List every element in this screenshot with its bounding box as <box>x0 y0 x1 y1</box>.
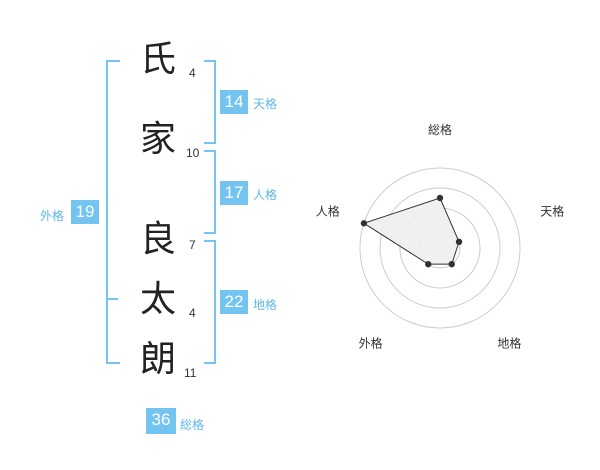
radar-ring-1 <box>419 227 461 269</box>
tenkaku-label: 天格 <box>253 97 278 111</box>
radar-point-2 <box>455 238 463 246</box>
stroke-count-5: 11 <box>184 366 197 380</box>
radar-point-4 <box>425 260 432 268</box>
chikaku-bracket <box>204 240 216 364</box>
jinkaku-value: 17 <box>220 181 248 205</box>
gaikaku-bracket <box>106 60 120 364</box>
gaikaku-label: 外格 <box>40 209 65 223</box>
stroke-count-3: 7 <box>189 238 196 252</box>
radar-axis-label-4: 外格 <box>359 335 383 350</box>
name-char-4: 太 <box>140 279 177 320</box>
stroke-count-1: 4 <box>189 66 196 80</box>
chikaku-value: 22 <box>220 290 248 314</box>
radar-ring-2 <box>399 207 481 289</box>
radar-point-3 <box>448 260 455 268</box>
radar-axis-label-2: 天格 <box>540 204 564 219</box>
name-char-2: 家 <box>140 119 177 160</box>
radar-axis-label-5: 人格 <box>316 204 340 219</box>
name-char-3: 良 <box>140 219 177 260</box>
radar-polygon <box>362 197 460 265</box>
radar-axis-label-3: 地格 <box>497 335 521 350</box>
radar-point-5 <box>360 220 368 227</box>
name-char-1: 氏 <box>140 39 177 80</box>
radar-point-1 <box>436 194 444 202</box>
radar-ring-4 <box>359 167 521 329</box>
radar-axis-label-1: 総格 <box>428 122 452 137</box>
soukaku-value: 36 <box>146 408 176 434</box>
stroke-count-2: 10 <box>186 146 200 160</box>
jinkaku-bracket <box>204 150 216 234</box>
gaikaku-bracket-tick <box>106 298 118 300</box>
name-char-5: 朗 <box>140 339 177 380</box>
chikaku-label: 地格 <box>253 298 278 312</box>
tenkaku-value: 14 <box>220 90 248 114</box>
gaikaku-value: 19 <box>71 200 99 224</box>
stroke-count-4: 4 <box>189 306 196 320</box>
soukaku-label: 総格 <box>180 418 205 432</box>
radar-ring-3 <box>379 187 501 309</box>
radar-center-dot <box>437 245 443 251</box>
tenkaku-bracket <box>204 60 216 144</box>
jinkaku-label: 人格 <box>253 188 278 202</box>
